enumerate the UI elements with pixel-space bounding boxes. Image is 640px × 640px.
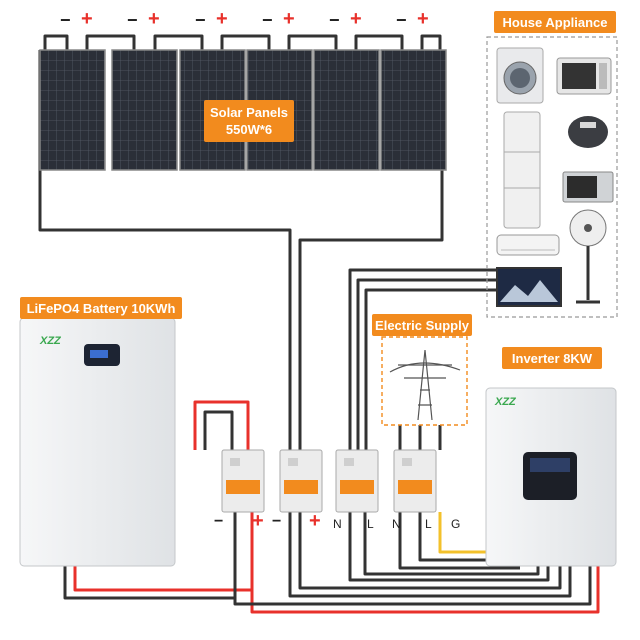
appliance-wire-3 [364,288,500,450]
solar-panel [111,49,178,171]
breaker-ac-load [335,449,379,513]
solar-panel [313,49,380,171]
battery-unit: XZZ [19,317,176,567]
panel-minus-5: − [329,10,340,30]
terminal-grid-l: L [425,517,432,531]
battery-brand: XZZ [39,335,62,347]
panel-plus-3: + [216,8,228,30]
refrigerator-icon [503,111,541,229]
inverter-bus-7 [398,512,520,570]
terminal-load-l: L [367,517,374,531]
ground-wire [438,512,486,554]
terminal-grid-n: N [392,517,401,531]
battery-negative-lower [63,512,237,600]
air-conditioner-icon [496,234,560,256]
terminal-load-n: N [333,517,342,531]
terminal-battery-minus: − [214,513,224,530]
inverter-bus-8 [418,512,500,562]
panel-minus-4: − [262,10,273,30]
panel-plus-5: + [350,8,362,30]
battery-label: LiFePO4 Battery 10KWh [20,297,182,319]
solar-panels-label: Solar Panels 550W*6 [204,100,294,142]
battery-positive-lower [73,512,254,592]
inverter-unit: XZZ [485,387,617,567]
microwave-oven-icon [556,57,612,95]
solar-panels-spec: 550W*6 [225,122,273,137]
panel-minus-2: − [127,10,138,30]
range-hood-icon [562,171,614,203]
battery-negative-wire [203,410,234,450]
panel-string-wire [43,34,442,50]
terminal-pv-plus: + [309,510,321,532]
standing-fan-icon [569,209,607,304]
rice-cooker-icon [568,116,608,148]
appliance-frame [486,36,618,318]
panel-plus-1: + [81,8,93,30]
appliance-wire-2 [356,278,500,450]
battery-positive-wire [193,400,250,450]
solar-panels-title: Solar Panels [209,105,289,120]
terminal-battery-plus: + [252,510,264,532]
solar-panel [380,49,447,171]
breaker-dc-battery [221,449,265,513]
solar-panel [39,49,106,171]
panel-minus-6: − [396,10,407,30]
appliance-icons [496,47,614,307]
supply-frame [381,336,468,426]
panel-plus-2: + [148,8,160,30]
electric-supply-label: Electric Supply [372,314,472,336]
power-pylon-icon [389,349,461,421]
wires [38,34,600,614]
inverter-bus-1 [250,566,600,614]
television-icon [496,267,562,307]
inverter-bus-5 [348,512,550,582]
inverter-label: Inverter 8KW [502,347,602,369]
washing-machine-icon [496,47,544,104]
terminal-ground: G [451,517,461,531]
terminal-pv-minus: − [272,513,282,530]
breaker-group [221,449,437,513]
house-appliance-label: House Appliance [494,11,616,33]
appliance-wire-1 [348,268,500,450]
inverter-bus-3 [288,512,572,598]
breaker-dc-pv [279,449,323,513]
panel-plus-6: + [417,8,429,30]
inverter-brand: XZZ [494,396,517,408]
inverter-bus-6 [363,512,540,576]
breaker-ac-grid [393,449,437,513]
panel-minus-3: − [195,10,206,30]
inverter-bus-2 [233,566,592,606]
inverter-bus-4 [298,512,562,590]
panel-plus-4: + [283,8,295,30]
panel-minus-1: − [60,10,71,30]
